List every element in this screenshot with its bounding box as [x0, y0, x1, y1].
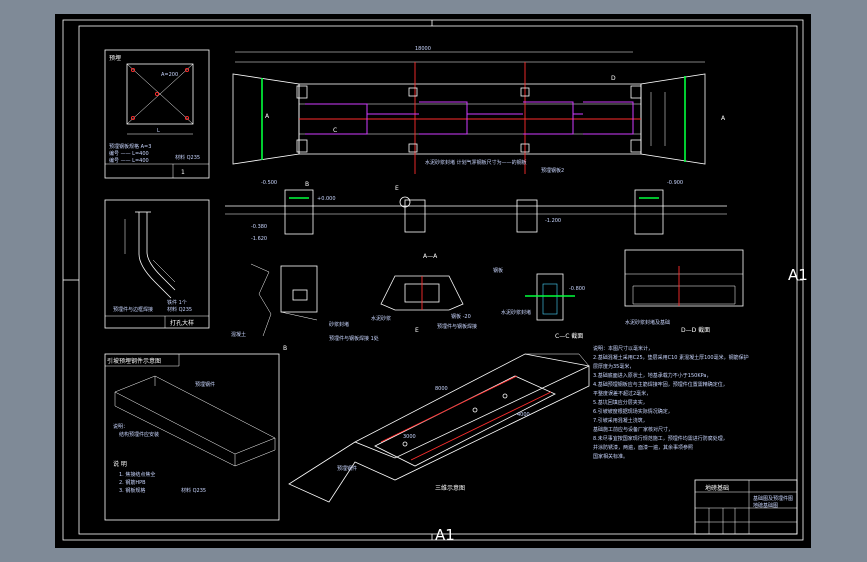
plan-note-b: 预埋钢板2 [541, 167, 564, 174]
section-aa-title: A—A [423, 253, 438, 260]
note-line: 并涂防锈漆，两遍，面漆一遍，其余事项参照 [593, 444, 693, 451]
elev-level-1: -0.500 [261, 180, 277, 186]
elev-mark-e: E [395, 185, 399, 192]
iso-dim-3: 4000 [517, 412, 530, 418]
section-aa-label-2: 预埋件与钢板焊接 [437, 323, 477, 330]
title-name: 地磅基础 [705, 484, 729, 492]
elev-level-3: -0.380 [251, 224, 267, 230]
title-block: 地磅基础 基础图及预埋件图 地磅基础图 [694, 479, 798, 535]
note-line: 层厚度为35毫米， [593, 363, 634, 370]
bolt-label: 铁件 1个 [167, 299, 187, 306]
frame-list-title: 说 明 [113, 460, 127, 468]
section-cc-label-3: -0.800 [569, 286, 585, 292]
frame-list-3: 3. 钢板规格 [119, 487, 145, 494]
iso-title: 三维示意图 [435, 484, 465, 492]
bolt-material: 材料 Q235 [167, 306, 192, 313]
plan-note-a: 水泥砂浆封堵 计划气罞钢板尺寸为——的钢板 [425, 159, 527, 166]
anchor-line-2: 编号 —— L=400 [109, 150, 149, 157]
frame-title: 引坡预埋钢件示意图 [107, 357, 161, 365]
note-line: 7.引坡采用混凝土浇筑， [593, 417, 648, 424]
section-aa-label-1: 水泥砂浆 [371, 315, 391, 322]
note-line: 3.基础底面进入原状土，地基承载力不小于150KPa， [593, 372, 711, 379]
elevation-view: B E -0.500 +0.000 -0.380 -1.620 -1.200 -… [225, 180, 727, 242]
size-label-bottom: A1 [435, 526, 455, 544]
section-cc-title: C—C 截面 [555, 332, 583, 340]
section-aa-mark-e: E [415, 327, 419, 334]
bolt-caption: 打孔大样 [170, 319, 194, 327]
frame-label-1: 预埋钢件 [195, 381, 215, 388]
iso-view: 8000 3000 4000 预埋钢件 三维示意图 [288, 353, 590, 503]
frame-list-2: 2. 钢筋HPB [119, 479, 146, 486]
frame-detail: 引坡预埋钢件示意图 预埋钢件 说明： 结构预埋件应安装 说 明 1. 焦接结点焦… [104, 353, 280, 521]
section-cc-label-1: 钢板 [493, 267, 503, 274]
elev-level-2: +0.000 [317, 196, 336, 202]
note-line: 说明：本图尺寸以毫米计， [593, 345, 653, 352]
section-aa-label-3: 钢板 -20 [451, 313, 471, 320]
section-d-title: D—D 截面 [681, 326, 710, 334]
note-line: 5.基坑回填应分层夹实， [593, 399, 648, 406]
note-line: 国家相关标准。 [593, 453, 628, 460]
size-label-right: A1 [788, 266, 808, 284]
note-line: 6.引坡坡度根据现场实际情况确定， [593, 408, 673, 415]
section-aa: A—A E 水泥砂浆 预埋件与钢板焊接 钢板 -20 [371, 253, 477, 334]
section-b-mark: B [283, 345, 287, 352]
notes-block: 说明：本图尺寸以毫米计， 2.基础混凝土采用C25，垫层采用C10 素混凝土厚1… [593, 345, 749, 460]
iso-dim-2: 3000 [403, 434, 416, 440]
title-subtitle-2: 地磅基础图 [753, 502, 778, 509]
elev-level-4: -1.620 [251, 236, 267, 242]
section-b-label-1: 混凝土 [231, 331, 246, 338]
elev-level-6: -0.900 [667, 180, 683, 186]
note-line: 8.未尽事宜按国家现行规范施工，预埋件均需进行防腐处理， [593, 435, 728, 442]
drawing-sheet: A1 A1 预埋 A=200 L 预埋钢板规格 A=3 编号 —— L=400 … [55, 14, 811, 548]
iso-label: 预埋钢件 [337, 465, 357, 472]
anchor-material: 材料 Q235 [175, 154, 200, 161]
note-line: 2.基础混凝土采用C25，垫层采用C10 素混凝土厚100毫米，钢筋保护 [593, 354, 749, 361]
section-b-label-2: 砂浆封堵 [329, 321, 349, 328]
elev-mark-b: B [305, 181, 309, 188]
frame-list-1: 1. 焦接结点焦全 [119, 471, 155, 478]
section-d: 水泥砂浆封堵及基础 D—D 截面 [624, 249, 744, 334]
plan-view: 18000 A A C D 水泥砂浆封堵 计划气罞钢板尺寸 [232, 46, 726, 174]
section-cc: 钢板 水泥砂浆封堵 -0.800 C—C 截面 [493, 267, 585, 340]
anchor-title: 预埋 [109, 54, 121, 62]
plan-overall-dim: 18000 [415, 46, 431, 52]
note-line: 平整度误差不超过2毫米， [593, 390, 651, 397]
frame-note: 结构预埋件应安装 [119, 431, 159, 438]
section-b: B 混凝土 砂浆封堵 预埋件与钢板焊接 1处 [231, 263, 379, 352]
frame-material: 材料 Q235 [181, 487, 206, 494]
anchor-line-1: 预埋钢板规格 A=3 [109, 143, 151, 150]
section-cc-label-2: 水泥砂浆封堵 [501, 309, 531, 316]
plan-mark-d: D [611, 75, 616, 82]
plan-mark-c: C [333, 127, 337, 134]
svg-text:1: 1 [181, 169, 185, 176]
anchor-line-3: 编号 —— L=400 [109, 157, 149, 164]
anchor-dim-l: L [157, 128, 160, 134]
anchor-detail: 预埋 A=200 L 预埋钢板规格 A=3 编号 —— L=400 编号 —— … [104, 49, 210, 179]
title-subtitle: 基础图及预埋件图 [753, 495, 793, 502]
section-b-label-3: 预埋件与钢板焊接 1处 [329, 335, 379, 342]
plan-mark-a-right: A [721, 115, 726, 122]
bolt-note: 预埋件与边框焊接 [113, 306, 153, 313]
iso-dim-1: 8000 [435, 386, 448, 392]
anchor-dim-a: A=200 [161, 72, 178, 78]
plan-mark-a-left: A [265, 113, 270, 120]
section-d-label: 水泥砂浆封堵及基础 [625, 319, 670, 326]
elev-level-5: -1.200 [545, 218, 561, 224]
note-line: 基础施工前应与设备厂家核对尺寸， [593, 426, 673, 433]
bolt-detail: 铁件 1个 材料 Q235 预埋件与边框焊接 打孔大样 [104, 199, 210, 329]
note-line: 4.基础预埋钢板应与主筋焊接牢固，预埋件位置需精确定位， [593, 381, 728, 388]
cad-drawing: A1 A1 预埋 A=200 L 预埋钢板规格 A=3 编号 —— L=400 … [62, 19, 808, 544]
frame-note-title: 说明： [113, 423, 128, 430]
